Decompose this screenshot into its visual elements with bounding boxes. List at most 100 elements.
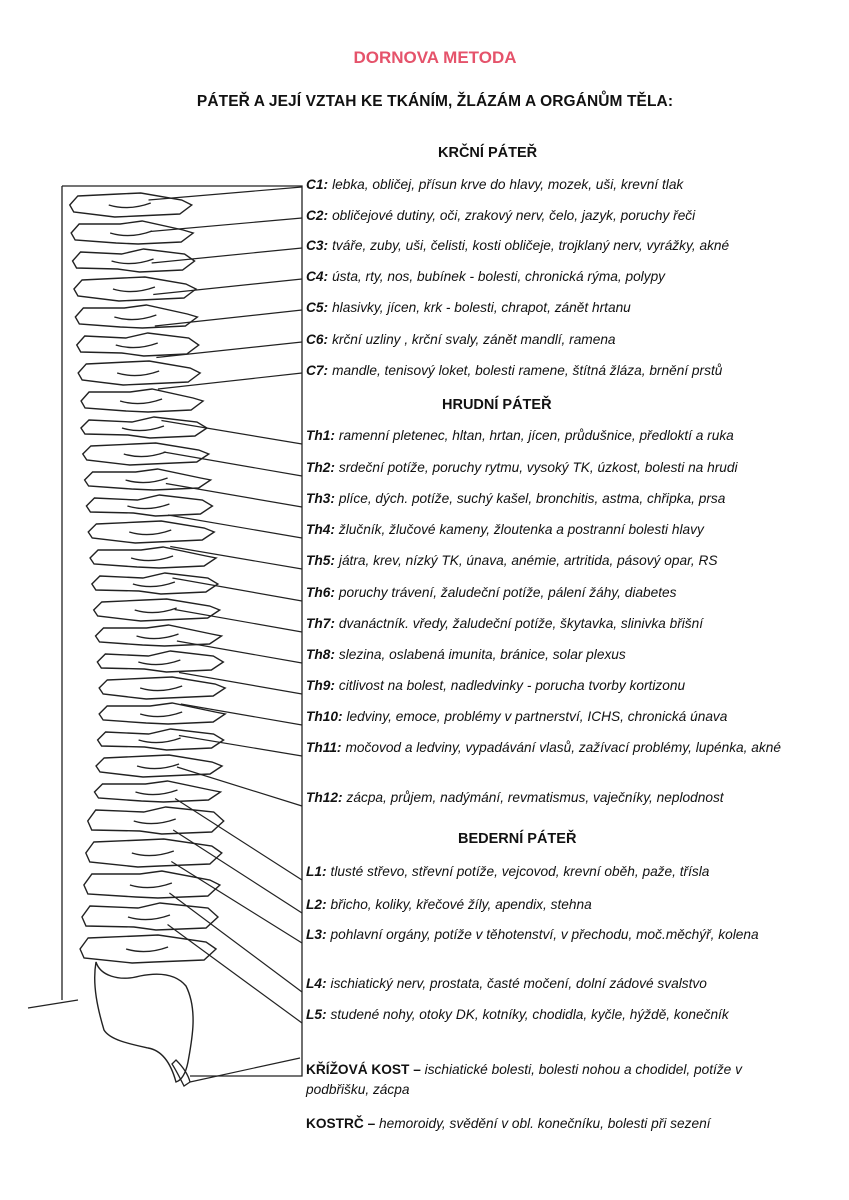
vertebra-outline — [87, 520, 216, 544]
leader-line — [170, 860, 303, 944]
leader-line — [163, 451, 303, 477]
vertebra-detail — [119, 398, 163, 405]
vertebra-code: Th3: — [306, 491, 335, 506]
vertebra-outline — [80, 388, 205, 413]
vertebra-code: L4: — [306, 976, 327, 991]
vertebra-outline — [77, 360, 202, 386]
vertebra-detail — [139, 685, 183, 692]
vertebra-code: L3: — [306, 927, 327, 942]
vertebra-detail — [125, 946, 169, 953]
vertebra-outline — [70, 220, 195, 245]
leader-line — [172, 829, 303, 914]
vertebra-outline — [85, 838, 223, 868]
vertebra-detail — [127, 503, 170, 510]
vertebra-description: ramenní pletenec, hltan, hrtan, jícen, p… — [338, 428, 734, 443]
leader-line — [178, 734, 303, 757]
vertebra-code: Th10: — [306, 709, 343, 724]
vertebra-detail — [136, 763, 180, 770]
vertebra-description: ústa, rty, nos, bubínek - bolesti, chron… — [332, 269, 666, 284]
vertebra-detail — [115, 342, 158, 349]
leader-line — [174, 797, 303, 881]
leader-line — [161, 419, 303, 445]
vertebra-entry: L2:břicho, koliky, křečové žíly, apendix… — [306, 895, 816, 915]
vertebra-detail — [130, 555, 174, 562]
vertebra-outline — [98, 702, 227, 725]
vertebra-detail — [108, 202, 151, 209]
sacrum-entry: KŘÍŽOVÁ KOST – ischiatické bolesti, bole… — [306, 1060, 806, 1100]
vertebra-detail — [125, 477, 168, 484]
vertebra-detail — [138, 659, 181, 666]
vertebra-description: studené nohy, otoky DK, kotníky, chodidl… — [330, 1007, 729, 1022]
leader-line — [169, 892, 303, 993]
vertebra-description: žlučník, žlučové kameny, žloutenka a pos… — [338, 522, 704, 537]
vertebra-description: zácpa, průjem, nadýmání, revmatismus, va… — [346, 790, 724, 805]
leader-line — [165, 482, 303, 508]
vertebra-code: L1: — [306, 864, 327, 879]
vertebra-detail — [123, 451, 167, 458]
vertebra-outline — [90, 572, 220, 595]
vertebra-outline — [86, 806, 225, 835]
vertebra-entry: Th1:ramenní pletenec, hltan, hrtan, jíce… — [306, 426, 816, 446]
sacrum-pointer-line — [27, 999, 79, 1009]
vertebra-code: Th1: — [306, 428, 335, 443]
vertebra-detail — [129, 529, 172, 536]
vertebra-outline — [81, 902, 220, 931]
vertebra-code: Th8: — [306, 647, 335, 662]
vertebra-description: lebka, obličej, přísun krve do hlavy, mo… — [332, 177, 684, 192]
vertebra-detail — [114, 314, 157, 321]
vertebra-detail — [116, 370, 160, 377]
vertebra-description: citlivost na bolest, nadledvinky - poruc… — [338, 678, 686, 693]
vertebra-outline — [83, 468, 213, 491]
vertebra-code: Th6: — [306, 585, 335, 600]
vertebra-entry: Th12:zácpa, průjem, nadýmání, revmatismu… — [306, 788, 816, 808]
vertebra-code: L5: — [306, 1007, 327, 1022]
leader-line — [153, 278, 303, 296]
vertebra-description: pohlavní orgány, potíže v těhotenství, v… — [330, 927, 759, 942]
vertebra-code: C4: — [306, 269, 329, 284]
vertebra-description: hlasivky, jícen, krk - bolesti, chrapot,… — [332, 300, 631, 315]
vertebra-entry: Th11:močovod a ledviny, vypadávání vlasů… — [306, 738, 816, 758]
section-heading: BEDERNÍ PÁTEŘ — [458, 831, 577, 847]
vertebra-entry: Th10:ledviny, emoce, problémy v partners… — [306, 707, 816, 727]
vertebra-detail — [121, 425, 165, 432]
vertebra-entry: Th2:srdeční potíže, poruchy rytmu, vysok… — [306, 458, 816, 478]
leader-line — [157, 372, 303, 390]
vertebra-detail — [133, 818, 176, 825]
bone-description: ischiatické bolesti, bolesti nohou a cho… — [306, 1062, 742, 1097]
vertebra-entry: Th8:slezina, oslabená imunita, bránice, … — [306, 645, 816, 665]
vertebra-description: slezina, oslabená imunita, bránice, sola… — [338, 647, 626, 662]
bone-name: KOSTRČ – — [306, 1116, 376, 1131]
vertebra-code: Th9: — [306, 678, 335, 693]
vertebra-description: krční uzliny , krční svaly, zánět mandlí… — [332, 332, 616, 347]
vertebra-detail — [135, 789, 178, 796]
leader-line — [167, 924, 303, 1024]
vertebra-description: poruchy trávení, žaludeční potíže, pálen… — [338, 585, 677, 600]
leader-line — [172, 577, 303, 602]
vertebra-detail — [109, 230, 153, 237]
bone-description: hemoroidy, svědění v obl. konečníku, bol… — [375, 1116, 711, 1131]
vertebra-code: C6: — [306, 332, 329, 347]
coccyx-pointer-line — [189, 1057, 301, 1083]
vertebra-description: ischiatický nerv, prostata, časté močení… — [330, 976, 707, 991]
vertebra-code: Th11: — [306, 740, 342, 755]
vertebra-code: Th4: — [306, 522, 335, 537]
vertebra-entry: L1:tlusté střevo, střevní potíže, vejcov… — [306, 862, 816, 882]
vertebra-outline — [83, 870, 222, 899]
vertebra-entry: Th7:dvanáctník. vředy, žaludeční potíže,… — [306, 614, 816, 634]
vertebra-code: Th5: — [306, 553, 335, 568]
leader-line — [154, 309, 303, 327]
leader-line — [176, 640, 303, 664]
vertebra-outline — [68, 192, 194, 218]
leader-line — [148, 186, 303, 201]
vertebra-entry: Th5:játra, krev, nízký TK, únava, anémie… — [306, 551, 816, 571]
vertebra-outline — [95, 754, 224, 778]
vertebra-detail — [111, 258, 154, 265]
vertebra-code: Th7: — [306, 616, 335, 631]
vertebra-detail — [112, 286, 156, 293]
vertebrae-group — [68, 192, 227, 964]
vertebra-entry: C6:krční uzliny , krční svaly, zánět man… — [306, 330, 816, 350]
leader-line — [180, 703, 303, 726]
vertebra-description: břicho, koliky, křečové žíly, apendix, s… — [330, 897, 592, 912]
vertebra-entry: C5:hlasivky, jícen, krk - bolesti, chrap… — [306, 298, 816, 318]
vertebra-description: močovod a ledviny, vypadávání vlasů, zaž… — [345, 740, 781, 755]
